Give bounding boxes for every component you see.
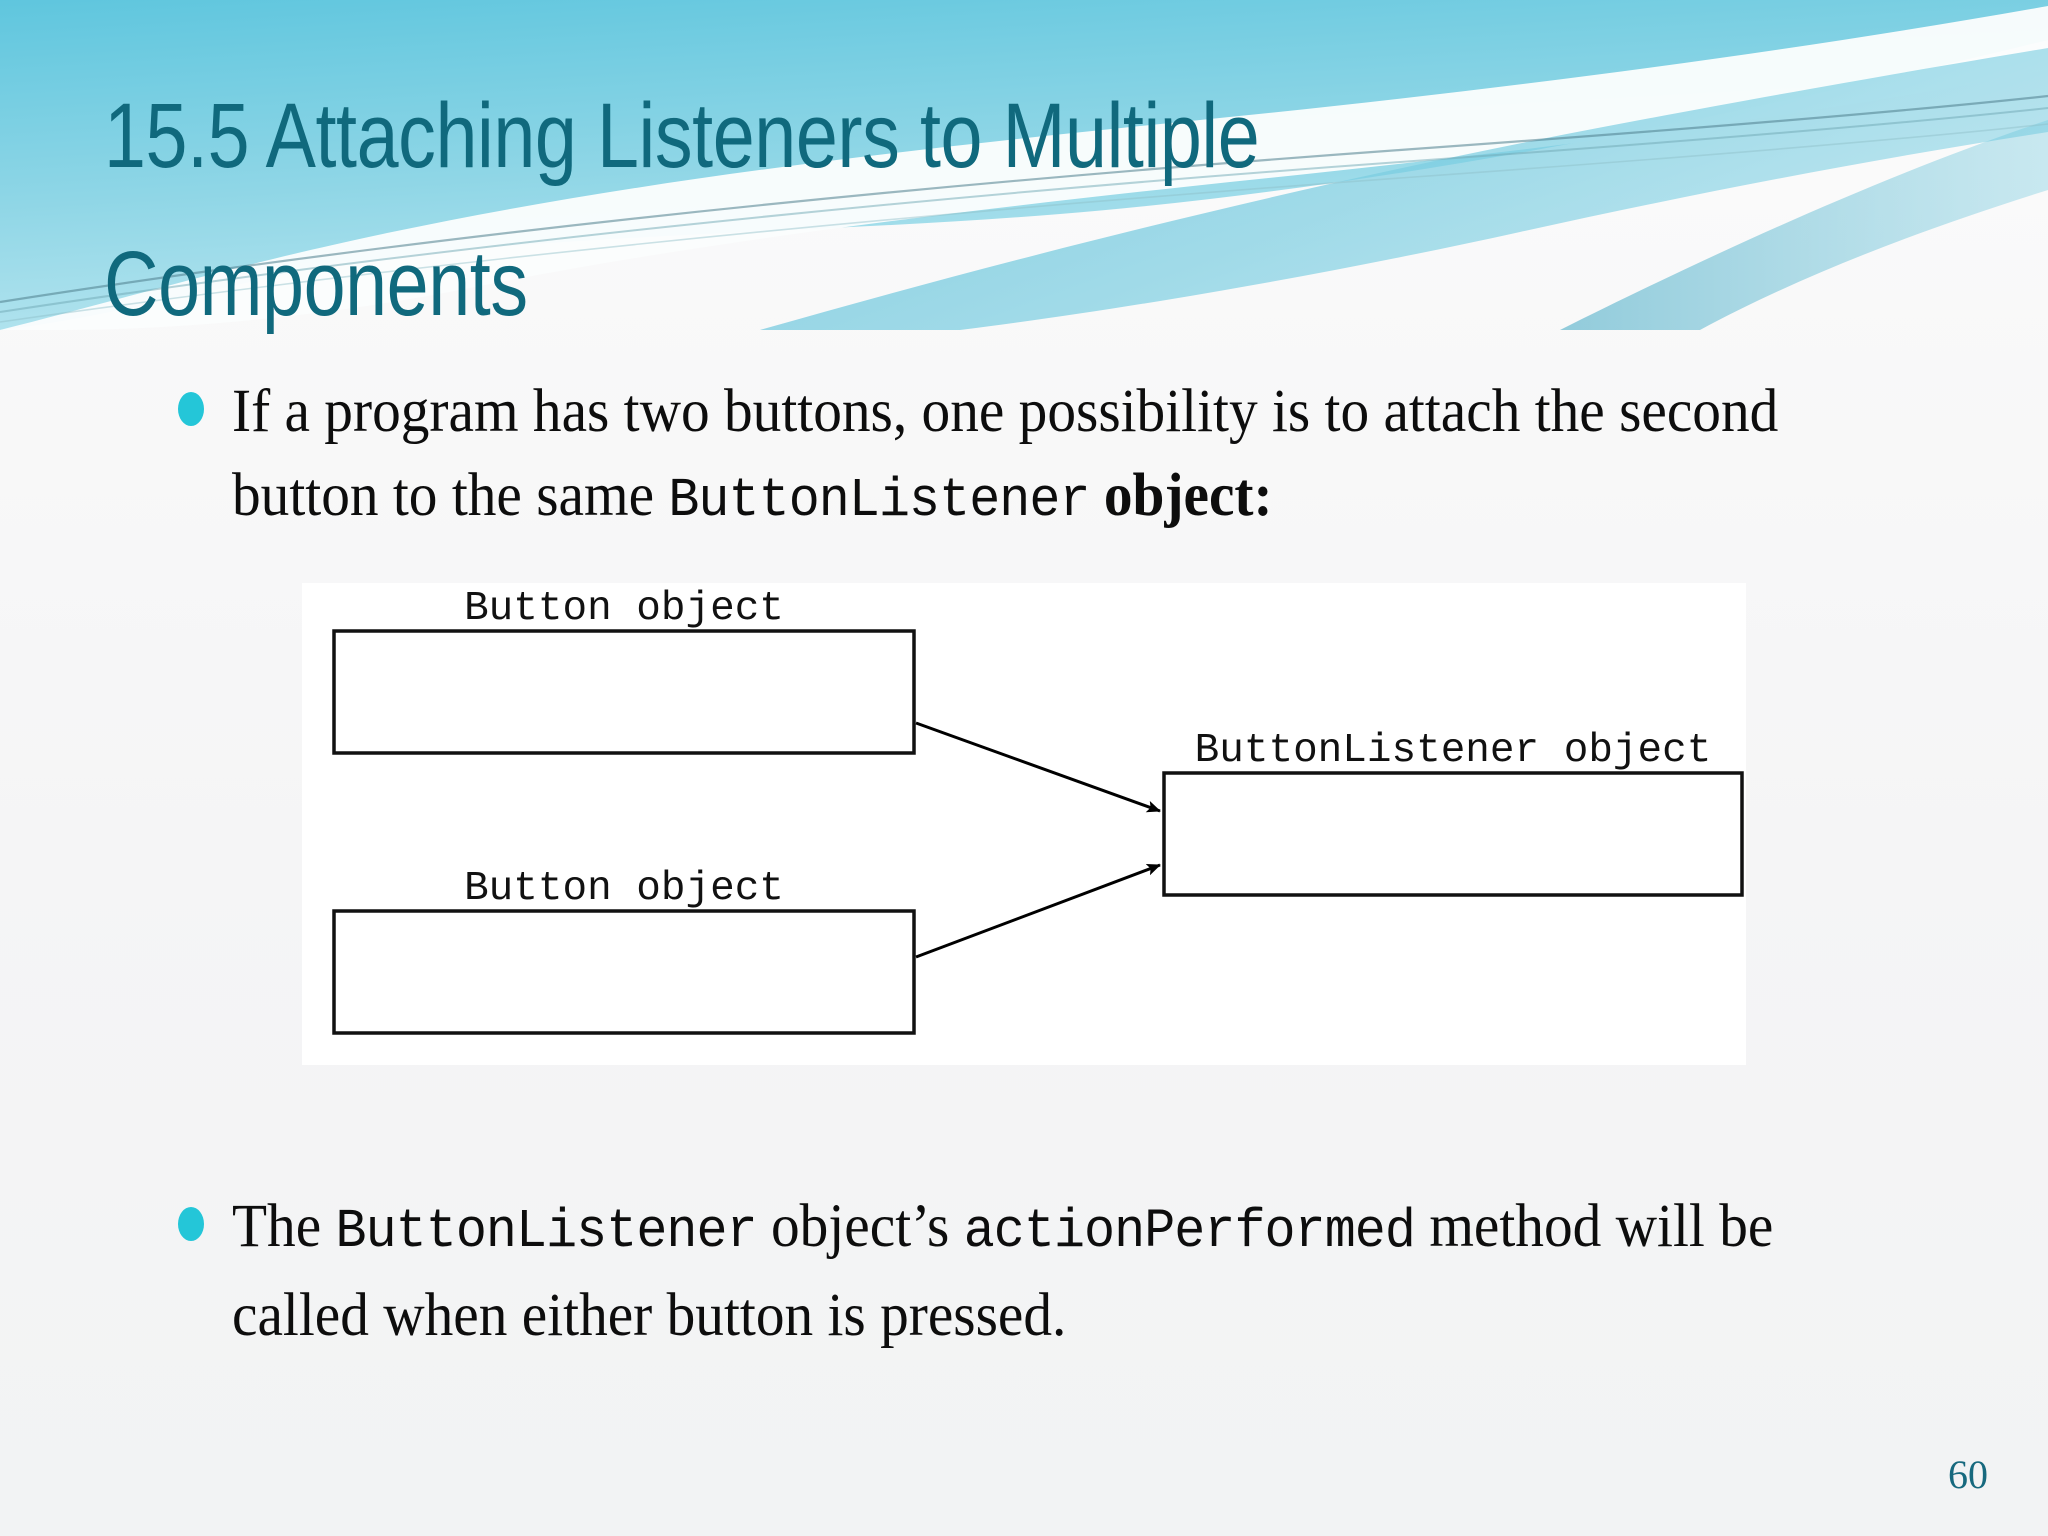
diagram-label-button-object-top: Button object — [464, 586, 784, 632]
bullet-item-2: The ButtonListener object’s actionPerfor… — [178, 1185, 1978, 1358]
bullet-marker-icon — [178, 392, 204, 426]
diagram-arrow-top — [915, 721, 1161, 813]
page-number: 60 — [1948, 1452, 1988, 1497]
bullet-2-seg-4: method will be called when either button… — [232, 1193, 1774, 1349]
bullet-1-text: If a program has two buttons, one possib… — [232, 370, 1836, 543]
diagram-box-buttonlistener-object — [1162, 771, 1744, 897]
diagram-box-button-object-top — [332, 629, 916, 755]
button-listener-diagram: Button object Button object ButtonListen… — [302, 583, 1746, 1065]
bullet-2-seg-0: The — [232, 1193, 336, 1260]
bullet-1-seg-2: object: — [1089, 462, 1273, 529]
diagram-label-button-object-bottom: Button object — [464, 866, 784, 912]
bullet-2-seg-2: object’s — [756, 1193, 964, 1260]
diagram-arrow-bottom — [915, 863, 1161, 959]
bullet-2-seg-1: ButtonListener — [335, 1200, 757, 1263]
bullet-2-seg-3: actionPerformed — [963, 1200, 1416, 1263]
bullet-2-text: The ButtonListener object’s actionPerfor… — [232, 1185, 1873, 1358]
bullet-1-seg-0: If a program has two buttons, one possib… — [232, 378, 1779, 529]
slide-title: 15.5 Attaching Listeners to Multiple Com… — [104, 85, 1280, 335]
diagram-box-button-object-bottom — [332, 909, 916, 1035]
bullet-1-seg-1: ButtonListener — [668, 469, 1090, 532]
bullet-marker-icon — [178, 1207, 204, 1241]
bullet-item-1: If a program has two buttons, one possib… — [178, 370, 1938, 543]
diagram-label-buttonlistener-object: ButtonListener object — [1195, 728, 1712, 774]
